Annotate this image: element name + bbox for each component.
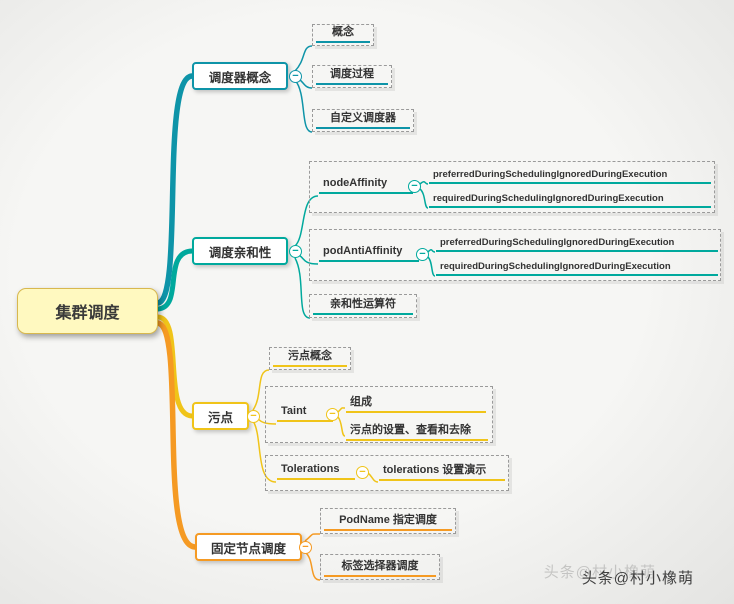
collapse-badge-scheduler[interactable]: − [289,70,302,83]
branch-label: 调度器概念 [208,70,272,85]
root-node-cluster-scheduling[interactable]: 集群调度 [17,288,158,334]
node-label: PodName 指定调度 [324,511,452,531]
node-label: 标签选择器调度 [324,557,436,577]
node-tolerations[interactable]: Tolerations [277,463,355,480]
group-podantiaffinity[interactable]: podAntiAffinity preferredDuringSchedulin… [309,229,721,281]
node-label: 自定义调度器 [316,109,410,129]
node-nodeaffinity[interactable]: nodeAffinity [319,177,413,194]
group-nodeaffinity[interactable]: nodeAffinity preferredDuringSchedulingIg… [309,161,715,213]
edge-tolerations-demo [367,472,379,483]
node-taint-manage[interactable]: 污点的设置、查看和去除 [346,421,488,441]
node-podname-scheduling[interactable]: PodName 指定调度 [320,508,456,534]
edge-root-affinity [155,248,195,312]
node-podantiaffinity-preferred[interactable]: preferredDuringSchedulingIgnoredDuringEx… [436,237,718,252]
node-label-selector-scheduling[interactable]: 标签选择器调度 [320,554,440,580]
node-taint-composition[interactable]: 组成 [346,393,486,413]
branch-label: 调度亲和性 [208,245,272,260]
edge-fixed-selector [304,551,321,581]
collapse-badge-taint-node[interactable]: − [326,408,339,421]
edge-root-scheduler [155,73,195,306]
edge-scheduler-concept [294,45,313,72]
branch-label: 固定节点调度 [210,541,286,556]
node-label: 污点概念 [273,347,347,367]
node-tolerations-demo[interactable]: tolerations 设置演示 [379,461,505,481]
root-label: 集群调度 [55,305,120,322]
edge-nodeaffinity-preferred [419,181,429,185]
watermark: 头条@村小橡萌 [581,570,694,587]
branch-label: 污点 [207,410,233,425]
node-label: 亲和性运算符 [313,295,413,315]
edge-affinity-nodeaffinity [294,195,319,247]
edge-scheduler-custom [294,79,313,133]
edge-affinity-operators [294,257,311,319]
group-tolerations[interactable]: Tolerations tolerations 设置演示 [265,455,509,491]
edge-taintnode-composition [337,407,346,413]
branch-node-affinity[interactable]: 调度亲和性 [192,237,288,265]
node-nodeaffinity-preferred[interactable]: preferredDuringSchedulingIgnoredDuringEx… [429,169,711,184]
collapse-badge-affinity[interactable]: − [289,245,302,258]
group-taint[interactable]: Taint 组成 污点的设置、查看和去除 [265,386,493,443]
collapse-badge-taint[interactable]: − [247,410,260,423]
node-taint-label[interactable]: Taint [277,405,333,422]
node-label: 概念 [316,23,370,43]
edge-taint-tolerations [252,420,277,483]
node-nodeaffinity-required[interactable]: requiredDuringSchedulingIgnoredDuringExe… [429,193,711,208]
collapse-badge-tolerations[interactable]: − [356,466,369,479]
edge-podantiaffinity-required [427,256,436,277]
edge-nodeaffinity-required [419,188,429,209]
branch-node-fixed-node[interactable]: 固定节点调度 [195,533,302,561]
edge-podantiaffinity-preferred [427,249,436,253]
branch-node-scheduler-concept[interactable]: 调度器概念 [192,62,288,90]
node-podantiaffinity[interactable]: podAntiAffinity [319,245,419,262]
collapse-badge-fixed-node[interactable]: − [299,541,312,554]
branch-node-taint[interactable]: 污点 [192,402,249,430]
node-label: 调度过程 [316,65,388,85]
collapse-badge-nodeaffinity[interactable]: − [408,180,421,193]
edge-root-fixed-node [155,320,198,550]
node-scheduling-process[interactable]: 调度过程 [312,65,392,88]
edge-taintnode-manage [337,416,346,437]
node-taint-concept[interactable]: 污点概念 [269,347,351,370]
node-custom-scheduler[interactable]: 自定义调度器 [312,109,414,132]
edge-taint-concept [252,369,270,411]
edge-fixed-podname [304,533,321,542]
collapse-badge-podantiaffinity[interactable]: − [416,248,429,261]
watermark-ghost: 头条@村小橡萌 [543,564,656,581]
node-concept[interactable]: 概念 [312,24,374,46]
node-affinity-operators[interactable]: 亲和性运算符 [309,294,417,318]
node-podantiaffinity-required[interactable]: requiredDuringSchedulingIgnoredDuringExe… [436,261,718,276]
